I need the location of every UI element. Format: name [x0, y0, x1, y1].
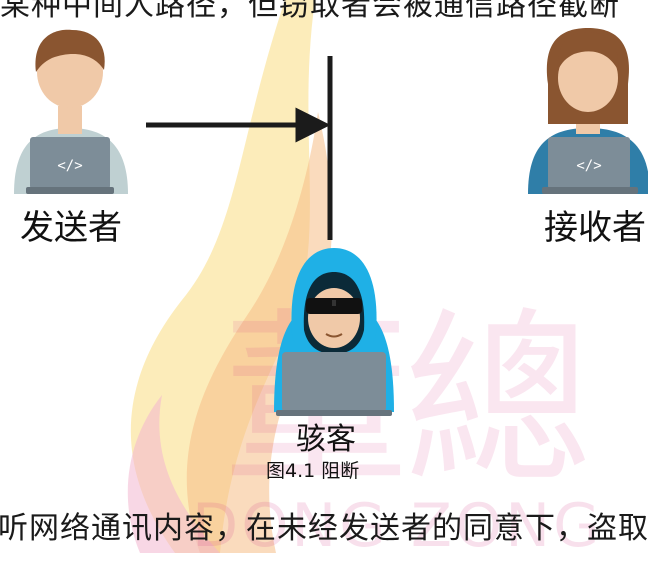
figure-caption: 图4.1 阻断 — [266, 460, 360, 482]
watermark-english: DONG ZONG — [192, 491, 603, 561]
body-text-bottom: 听网络通讯内容，在未经发送者的同意下，盗取 — [0, 511, 648, 546]
laptop-code-text: </> — [576, 158, 601, 174]
laptop-code-text: </> — [57, 158, 82, 174]
hacker-icon — [274, 248, 394, 416]
receiver-label: 接收者 — [544, 208, 646, 248]
sender-label: 发送者 — [20, 208, 122, 248]
laptop-icon: </> — [542, 137, 638, 194]
body-text-top: 某种中间人路径，但窃取者会被通信路径截断 — [0, 0, 620, 23]
receiver-person-icon: </> — [528, 28, 648, 194]
laptop-icon: </> — [26, 137, 114, 194]
hacker-label: 骇客 — [296, 422, 356, 457]
sender-person-icon: </> — [14, 29, 128, 194]
